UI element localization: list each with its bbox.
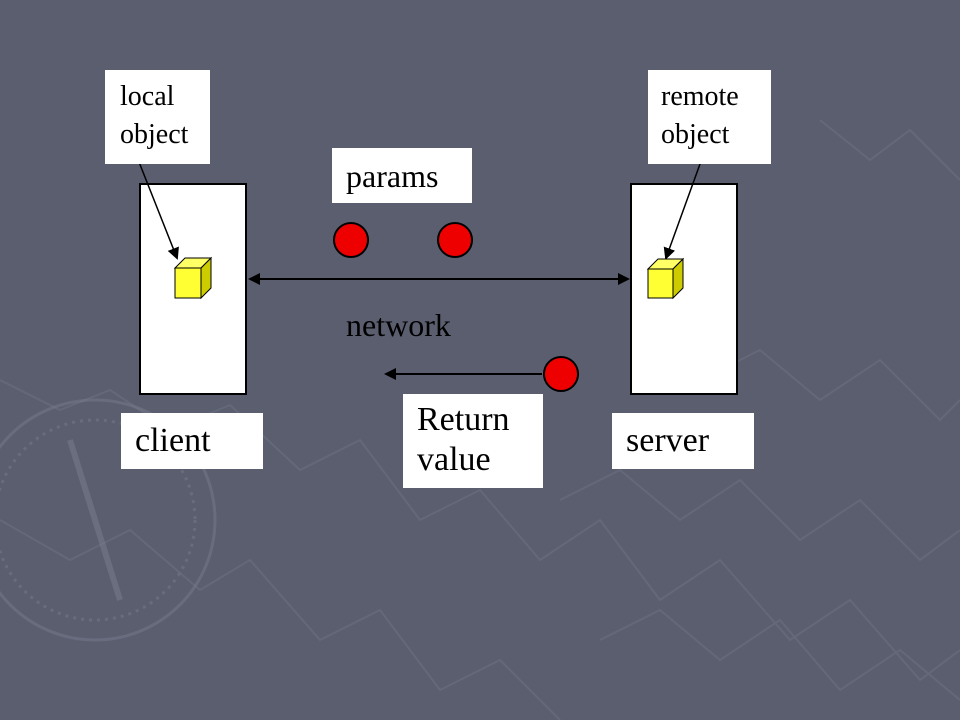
object-cube-icon: [646, 257, 685, 300]
message-ball-icon: [543, 356, 579, 392]
local-object-pointer: [138, 161, 179, 260]
message-ball-icon: [333, 222, 369, 258]
remote-object-pointer: [663, 163, 701, 260]
params-label: params: [332, 148, 472, 203]
message-ball-icon: [437, 222, 473, 258]
object-cube-icon: [173, 256, 213, 300]
remote-object-label: remote object: [648, 70, 771, 164]
local-object-label: local object: [105, 70, 210, 164]
client-label: client: [121, 413, 263, 469]
server-label: server: [612, 413, 754, 469]
return-value-label: Return value: [403, 394, 543, 488]
network-label: network: [346, 307, 451, 343]
